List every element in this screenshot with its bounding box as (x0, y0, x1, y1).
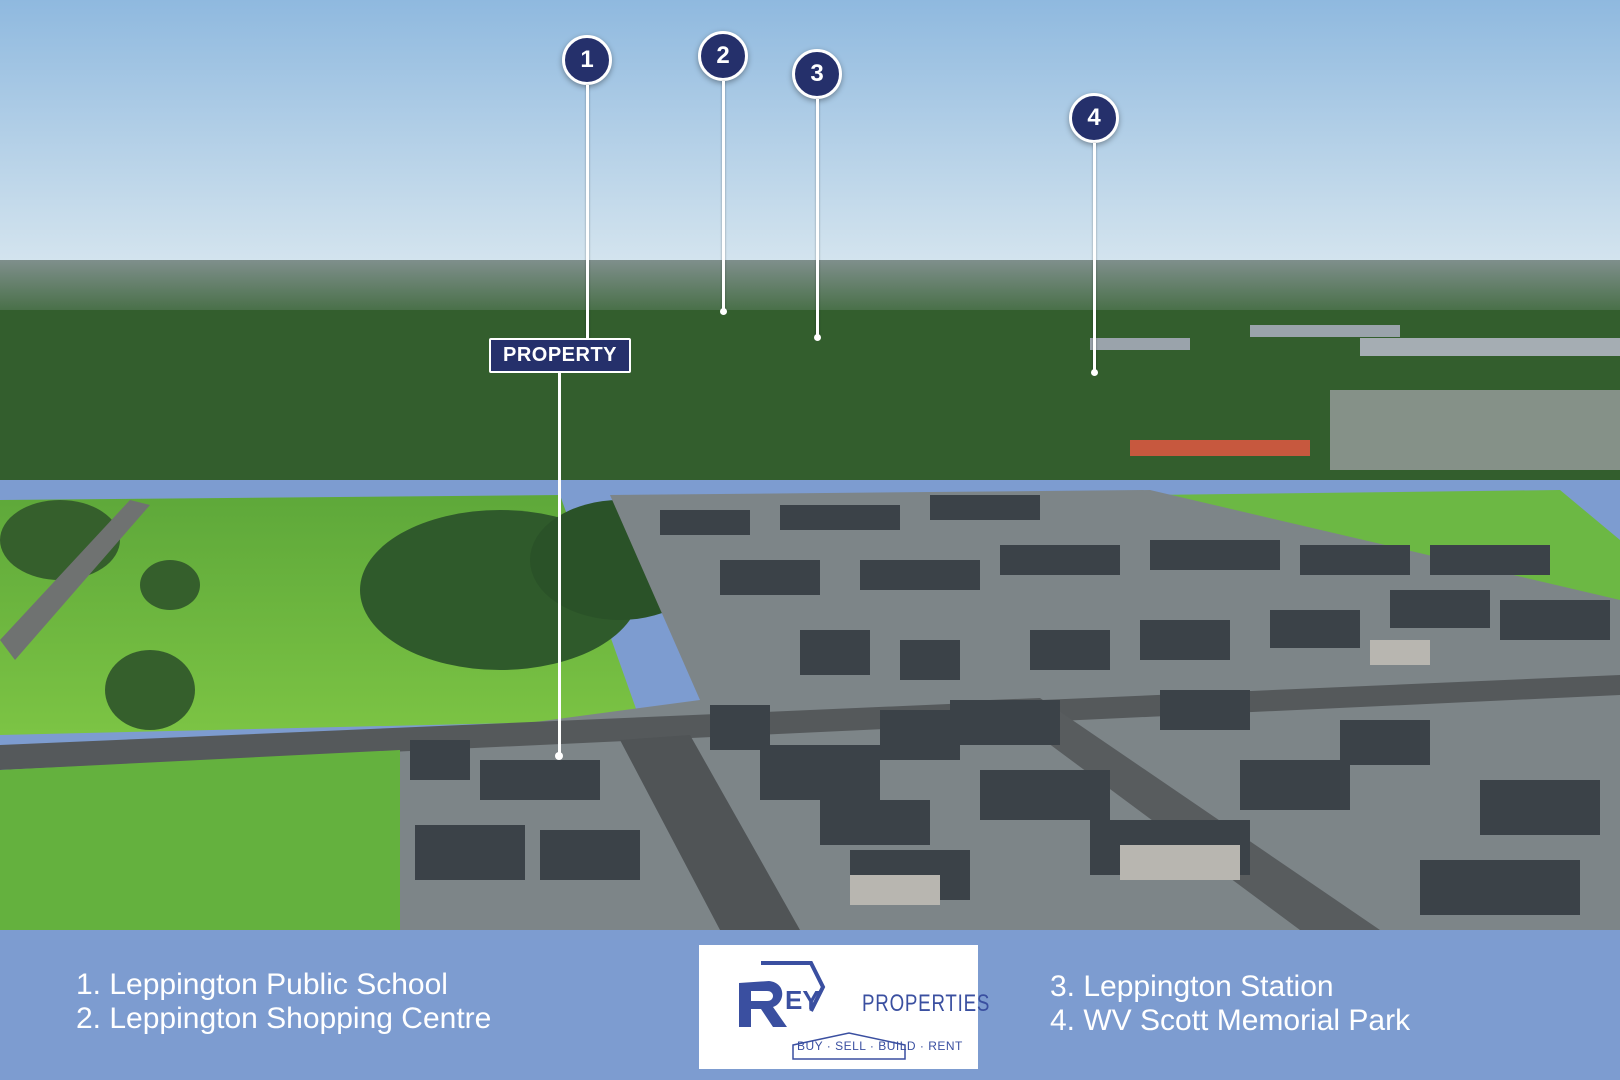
tree (105, 650, 195, 730)
pin-dot (719, 308, 727, 315)
sky (0, 0, 1620, 275)
property-pointer-dot (555, 752, 563, 760)
legend-item: 2. Leppington Shopping Centre (76, 1002, 492, 1035)
property-pointer-line (558, 371, 561, 755)
legend-item: 3. Leppington Station (1050, 970, 1334, 1003)
legend-item: 1. Leppington Public School (76, 968, 448, 1001)
property-label: PROPERTY (489, 338, 632, 373)
green-field (0, 750, 400, 930)
company-logo: EY (699, 945, 978, 1069)
legend-left: 1. Leppington Public School 2. Leppingto… (76, 968, 491, 1036)
logo-letters: EY (785, 985, 820, 1015)
pin-line (1092, 143, 1096, 371)
pin-number: 1 (562, 35, 612, 85)
pin-line (721, 81, 725, 310)
pin-3: 3 (792, 49, 842, 341)
legend-right: 3. Leppington Station 4. WV Scott Memori… (1050, 970, 1410, 1038)
pin-number: 2 (698, 31, 748, 81)
logo-tagline: BUY · SELL · BUILD · RENT (797, 1039, 963, 1053)
pin-1: 1 (562, 35, 612, 359)
pin-number: 4 (1069, 93, 1119, 143)
house-roofs-light (850, 640, 1430, 905)
logo-wordmark: PROPERTIES (862, 990, 991, 1017)
pin-number: 3 (792, 49, 842, 99)
red-roofs (1130, 440, 1310, 456)
pin-line (815, 99, 819, 336)
pin-dot (1090, 369, 1098, 376)
aerial-photo (0, 0, 1620, 930)
road (0, 500, 150, 660)
tree (140, 560, 200, 610)
pin-dot (813, 334, 821, 341)
warehouse (1090, 338, 1190, 350)
legend-item: 4. WV Scott Memorial Park (1050, 1004, 1411, 1037)
pin-4: 4 (1069, 93, 1119, 376)
estate-far (1330, 390, 1620, 470)
street (990, 698, 1380, 930)
logo-mark-icon: EY (739, 961, 906, 1060)
street (620, 735, 800, 930)
pin-line (585, 85, 589, 354)
warehouse (1250, 325, 1400, 337)
pin-2: 2 (698, 31, 748, 315)
house-roofs (410, 495, 1610, 915)
warehouse (1360, 338, 1620, 356)
